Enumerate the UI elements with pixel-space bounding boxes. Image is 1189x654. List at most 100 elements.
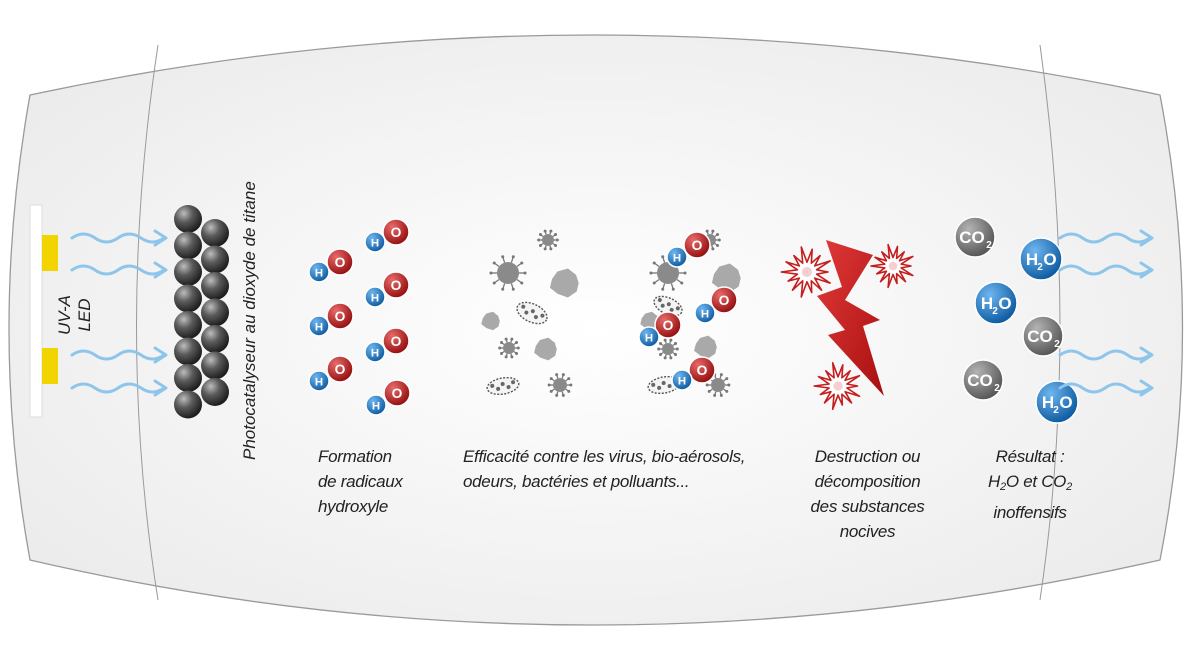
virus-spike-tip	[675, 347, 679, 351]
hydrogen-atom	[638, 326, 660, 348]
bacterium-spot	[490, 383, 495, 388]
h2o-subscript: 2	[1053, 405, 1059, 416]
hydroxyl-molecule: OH	[638, 311, 682, 348]
co2-text: CO	[959, 228, 985, 247]
formation-line2: de radicaux	[318, 472, 403, 491]
aerosol-particle	[481, 311, 500, 331]
virus-spike-tip	[516, 346, 520, 350]
oxygen-letter: O	[391, 225, 402, 240]
oxygen-atom	[654, 311, 682, 339]
oxygen-atom	[326, 302, 354, 330]
housing-inner-line-left	[136, 44, 159, 601]
virus-spike-tip	[492, 281, 496, 285]
co2-text: CO	[967, 371, 993, 390]
co2-circle	[1022, 315, 1064, 357]
virus-spike-tip	[515, 341, 519, 345]
oxygen-letter: O	[697, 363, 708, 378]
virus-spike-tip	[498, 346, 502, 350]
led-label: UV-A LED	[55, 295, 95, 335]
tio2-ball	[201, 219, 229, 247]
virus-spike-tip	[499, 341, 503, 345]
tio2-ball	[174, 390, 202, 419]
clean-air-wave-2	[1058, 264, 1152, 276]
tio2-ball	[174, 205, 202, 233]
led-chip-bottom	[42, 348, 58, 384]
clean-air-wave-1	[1058, 232, 1152, 244]
hydrogen-atom	[671, 369, 693, 391]
resultat-line1: Résultat :	[995, 447, 1065, 466]
hydroxyl-molecule: OH	[365, 379, 411, 416]
uv-wave-1	[70, 232, 166, 244]
co2-subscript: 2	[994, 383, 1000, 394]
h2o-subscript: 2	[1037, 262, 1043, 273]
virus-spike-tip	[501, 255, 505, 259]
tio2-ball	[174, 364, 202, 392]
hydroxyl-molecule: OH	[671, 356, 716, 391]
clean-air-wave-3	[1058, 349, 1152, 361]
hydrogen-letter: H	[371, 348, 379, 360]
tio2-ball	[174, 337, 202, 366]
h2o-h: H	[981, 294, 993, 313]
h2o-subscript: 2	[992, 306, 998, 317]
bacterium-spot	[661, 381, 666, 386]
h2o-circle	[1019, 237, 1063, 281]
bacterium-spot	[521, 304, 526, 309]
tio2-ball	[201, 351, 229, 380]
oxygen-atom	[382, 218, 410, 246]
catalyst-label: Photocatalyseur au dioxyde de titane	[240, 181, 259, 460]
virus-spike-tip	[657, 347, 661, 351]
aerosol-particle	[711, 263, 741, 293]
virus-particle	[657, 338, 679, 360]
virus-spike-tip	[727, 383, 731, 387]
virus-spike-tip	[543, 247, 547, 251]
virus-spike-tip	[716, 243, 720, 247]
virus-spike-tip	[652, 281, 656, 285]
tio2-ball	[201, 245, 229, 274]
hydrogen-atom	[666, 246, 688, 268]
h2o-o: O	[998, 294, 1011, 313]
bacterium-spot	[500, 382, 505, 387]
hydrogen-letter: H	[645, 333, 653, 345]
virus-spike-tip	[511, 255, 515, 259]
virus-spike-tip	[537, 238, 541, 242]
burst-top-right-core	[888, 261, 898, 271]
virus-spike-tip	[658, 352, 662, 356]
co2-subscript: 2	[986, 240, 992, 251]
oxygen-atom	[382, 271, 410, 299]
h2o-o: O	[1043, 250, 1056, 269]
virus-spike-tip	[538, 233, 542, 237]
virus-spike-tip	[569, 383, 573, 387]
tio2-ball	[201, 378, 229, 406]
clean-air-waves	[1058, 229, 1154, 397]
bacterium-spot	[657, 385, 662, 390]
hydrogen-atom	[364, 286, 386, 308]
formation-label: Formation de radicaux hydroxyle	[318, 444, 403, 519]
destruction-lightning-bolt	[780, 240, 914, 411]
destruction-label: Destruction ou décomposition des substan…	[800, 444, 935, 544]
virus-spike-tip	[555, 373, 559, 377]
virus-spike-tip	[725, 377, 729, 381]
virus-particle	[489, 255, 527, 291]
virus-spike-tip	[555, 238, 559, 242]
destruction-line2: décomposition	[814, 472, 921, 491]
oxygen-letter: O	[335, 255, 346, 270]
virus-spike-tip	[711, 247, 715, 251]
pollutant-particles	[481, 229, 579, 397]
clean-air-wave-2-arrowhead	[1139, 261, 1154, 279]
virus-spike-tip	[515, 351, 519, 355]
virus-spike-tip	[669, 338, 673, 342]
hydroxyl-molecule: OH	[308, 302, 354, 337]
resultat-line2: H2O et CO2	[975, 469, 1085, 500]
bacterium-spot	[496, 386, 501, 391]
oxygen-atom	[326, 355, 354, 383]
virus-spike-tip	[705, 383, 709, 387]
virus-spike-tip	[549, 389, 553, 393]
virus-body	[662, 343, 674, 355]
led-strip	[29, 204, 43, 418]
lightning-bolt-shape	[817, 240, 884, 396]
oxygen-letter: O	[391, 334, 402, 349]
virus-spike-tip	[680, 281, 684, 285]
